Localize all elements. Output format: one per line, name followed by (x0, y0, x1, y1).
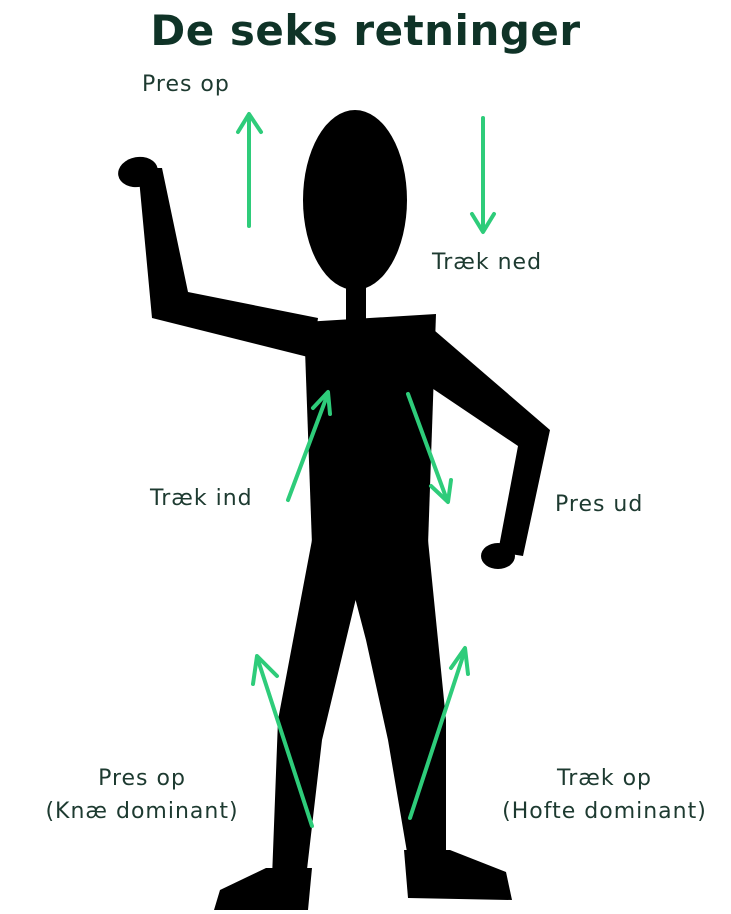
label-press-up: Pres op (142, 68, 230, 101)
label-press-up-knee-line1: Pres op (12, 762, 272, 795)
figure-left-foot (214, 868, 312, 910)
figure-neck (346, 280, 366, 320)
arrow-press-up (238, 114, 261, 226)
figure-head (303, 110, 407, 290)
label-press-up-knee: Pres op (Knæ dominant) (12, 762, 272, 828)
label-pull-up-hip: Træk op (Hofte dominant) (482, 762, 727, 828)
arrow-pull-down (472, 118, 494, 232)
figure-right-foot (404, 850, 512, 900)
label-pull-in: Træk ind (150, 482, 253, 515)
figure-right-leg (340, 540, 446, 858)
figure-raised-arm (138, 168, 318, 358)
label-press-out: Pres ud (555, 488, 643, 521)
label-pull-up-hip-line1: Træk op (482, 762, 727, 795)
label-press-up-knee-line2: (Knæ dominant) (12, 795, 272, 828)
label-pull-up-hip-line2: (Hofte dominant) (482, 795, 727, 828)
label-pull-down: Træk ned (432, 246, 542, 279)
figure-lowered-fist (481, 543, 515, 569)
